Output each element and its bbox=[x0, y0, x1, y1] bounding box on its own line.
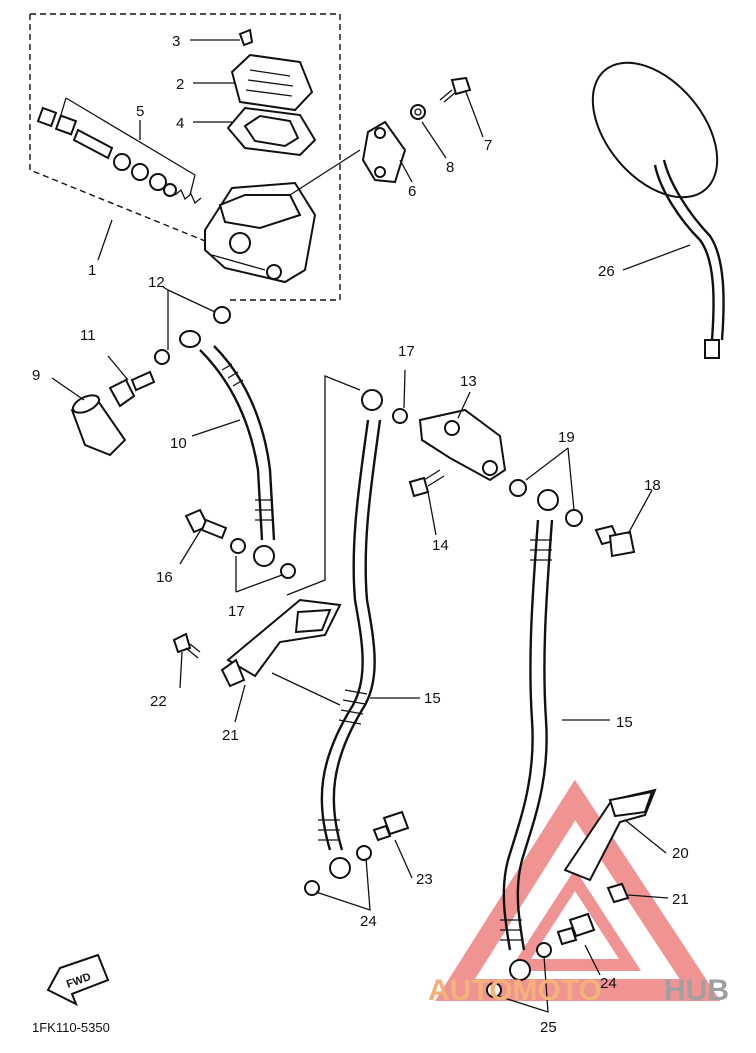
callout-13: 13 bbox=[460, 373, 477, 390]
callout-8: 8 bbox=[446, 159, 454, 176]
callout-24-right: 24 bbox=[600, 975, 617, 992]
washer-8 bbox=[410, 104, 426, 120]
diaphragm bbox=[226, 106, 317, 157]
callout-4: 4 bbox=[176, 115, 184, 132]
callout-5: 5 bbox=[136, 103, 144, 120]
callout-labels: 3 2 4 5 1 6 7 8 12 11 9 10 16 17 17 13 1… bbox=[32, 33, 689, 1036]
hose-clamp-20 bbox=[563, 788, 657, 882]
boot-cover bbox=[70, 394, 127, 457]
callout-1: 1 bbox=[88, 262, 96, 279]
bolt-14 bbox=[408, 469, 445, 498]
callout-21: 21 bbox=[672, 891, 689, 908]
callout-24-left: 23 bbox=[416, 871, 433, 888]
bolt-23 bbox=[172, 632, 201, 659]
hose-clamp-22 bbox=[220, 598, 342, 688]
callout-3: 3 bbox=[172, 33, 180, 50]
diagram-part-number: 1FK110-5350 bbox=[32, 1020, 110, 1035]
cap-screw bbox=[238, 28, 254, 47]
brake-hose-15-left bbox=[318, 389, 383, 879]
bolt-7 bbox=[439, 76, 472, 103]
assembly-box bbox=[29, 13, 341, 301]
callout-15-right: 15 bbox=[616, 714, 633, 731]
callout-16: 16 bbox=[156, 569, 173, 586]
callout-17b: 17 bbox=[398, 343, 415, 360]
callout-11: 11 bbox=[80, 327, 96, 344]
callout-15-left: 15 bbox=[424, 690, 441, 707]
union-bolts-24 bbox=[372, 810, 596, 946]
clamp-bracket bbox=[361, 120, 407, 184]
master-cylinder-body bbox=[204, 181, 317, 284]
union-bolt-11 bbox=[108, 370, 156, 408]
mirror-26 bbox=[591, 61, 725, 359]
union-bolt-18 bbox=[594, 524, 636, 558]
callout-22: 21 bbox=[222, 727, 239, 744]
callout-18: 18 bbox=[644, 477, 661, 494]
forward-arrow: FWD bbox=[46, 953, 110, 1007]
callout-17a: 17 bbox=[228, 603, 245, 620]
washers-19 bbox=[509, 479, 583, 527]
callout-7: 7 bbox=[484, 137, 492, 154]
bolt-21 bbox=[606, 882, 630, 904]
washers-17 bbox=[230, 408, 408, 579]
watermark-word-1: AUTOMOTO bbox=[428, 974, 602, 1007]
callout-2: 2 bbox=[176, 76, 184, 93]
callout-12: 12 bbox=[148, 274, 165, 291]
brake-hose-15-right bbox=[500, 489, 559, 981]
callout-14: 14 bbox=[432, 537, 449, 554]
callout-20: 20 bbox=[672, 845, 689, 862]
callout-19: 19 bbox=[558, 429, 575, 446]
callout-6: 6 bbox=[408, 183, 416, 200]
callout-25-left: 24 bbox=[360, 913, 377, 930]
callout-23: 22 bbox=[150, 693, 167, 710]
union-bolt-16 bbox=[184, 508, 228, 540]
callout-26: 26 bbox=[598, 263, 615, 280]
piston-kit bbox=[36, 106, 202, 205]
watermark-word-2: HUB bbox=[664, 974, 729, 1007]
callout-9: 9 bbox=[32, 367, 40, 384]
washers-25 bbox=[304, 845, 552, 998]
callout-10: 10 bbox=[170, 435, 187, 452]
leader-lines bbox=[51, 39, 691, 1013]
brake-hose-joint-13 bbox=[418, 408, 507, 482]
washer-12 bbox=[154, 306, 231, 365]
reservoir-cap bbox=[230, 53, 314, 112]
watermark-logo-triangle bbox=[435, 779, 721, 1001]
callout-25-right: 25 bbox=[540, 1019, 557, 1036]
brake-hose-10 bbox=[179, 330, 276, 567]
watermark-text: AUTOMOTO HUB bbox=[428, 974, 729, 1007]
